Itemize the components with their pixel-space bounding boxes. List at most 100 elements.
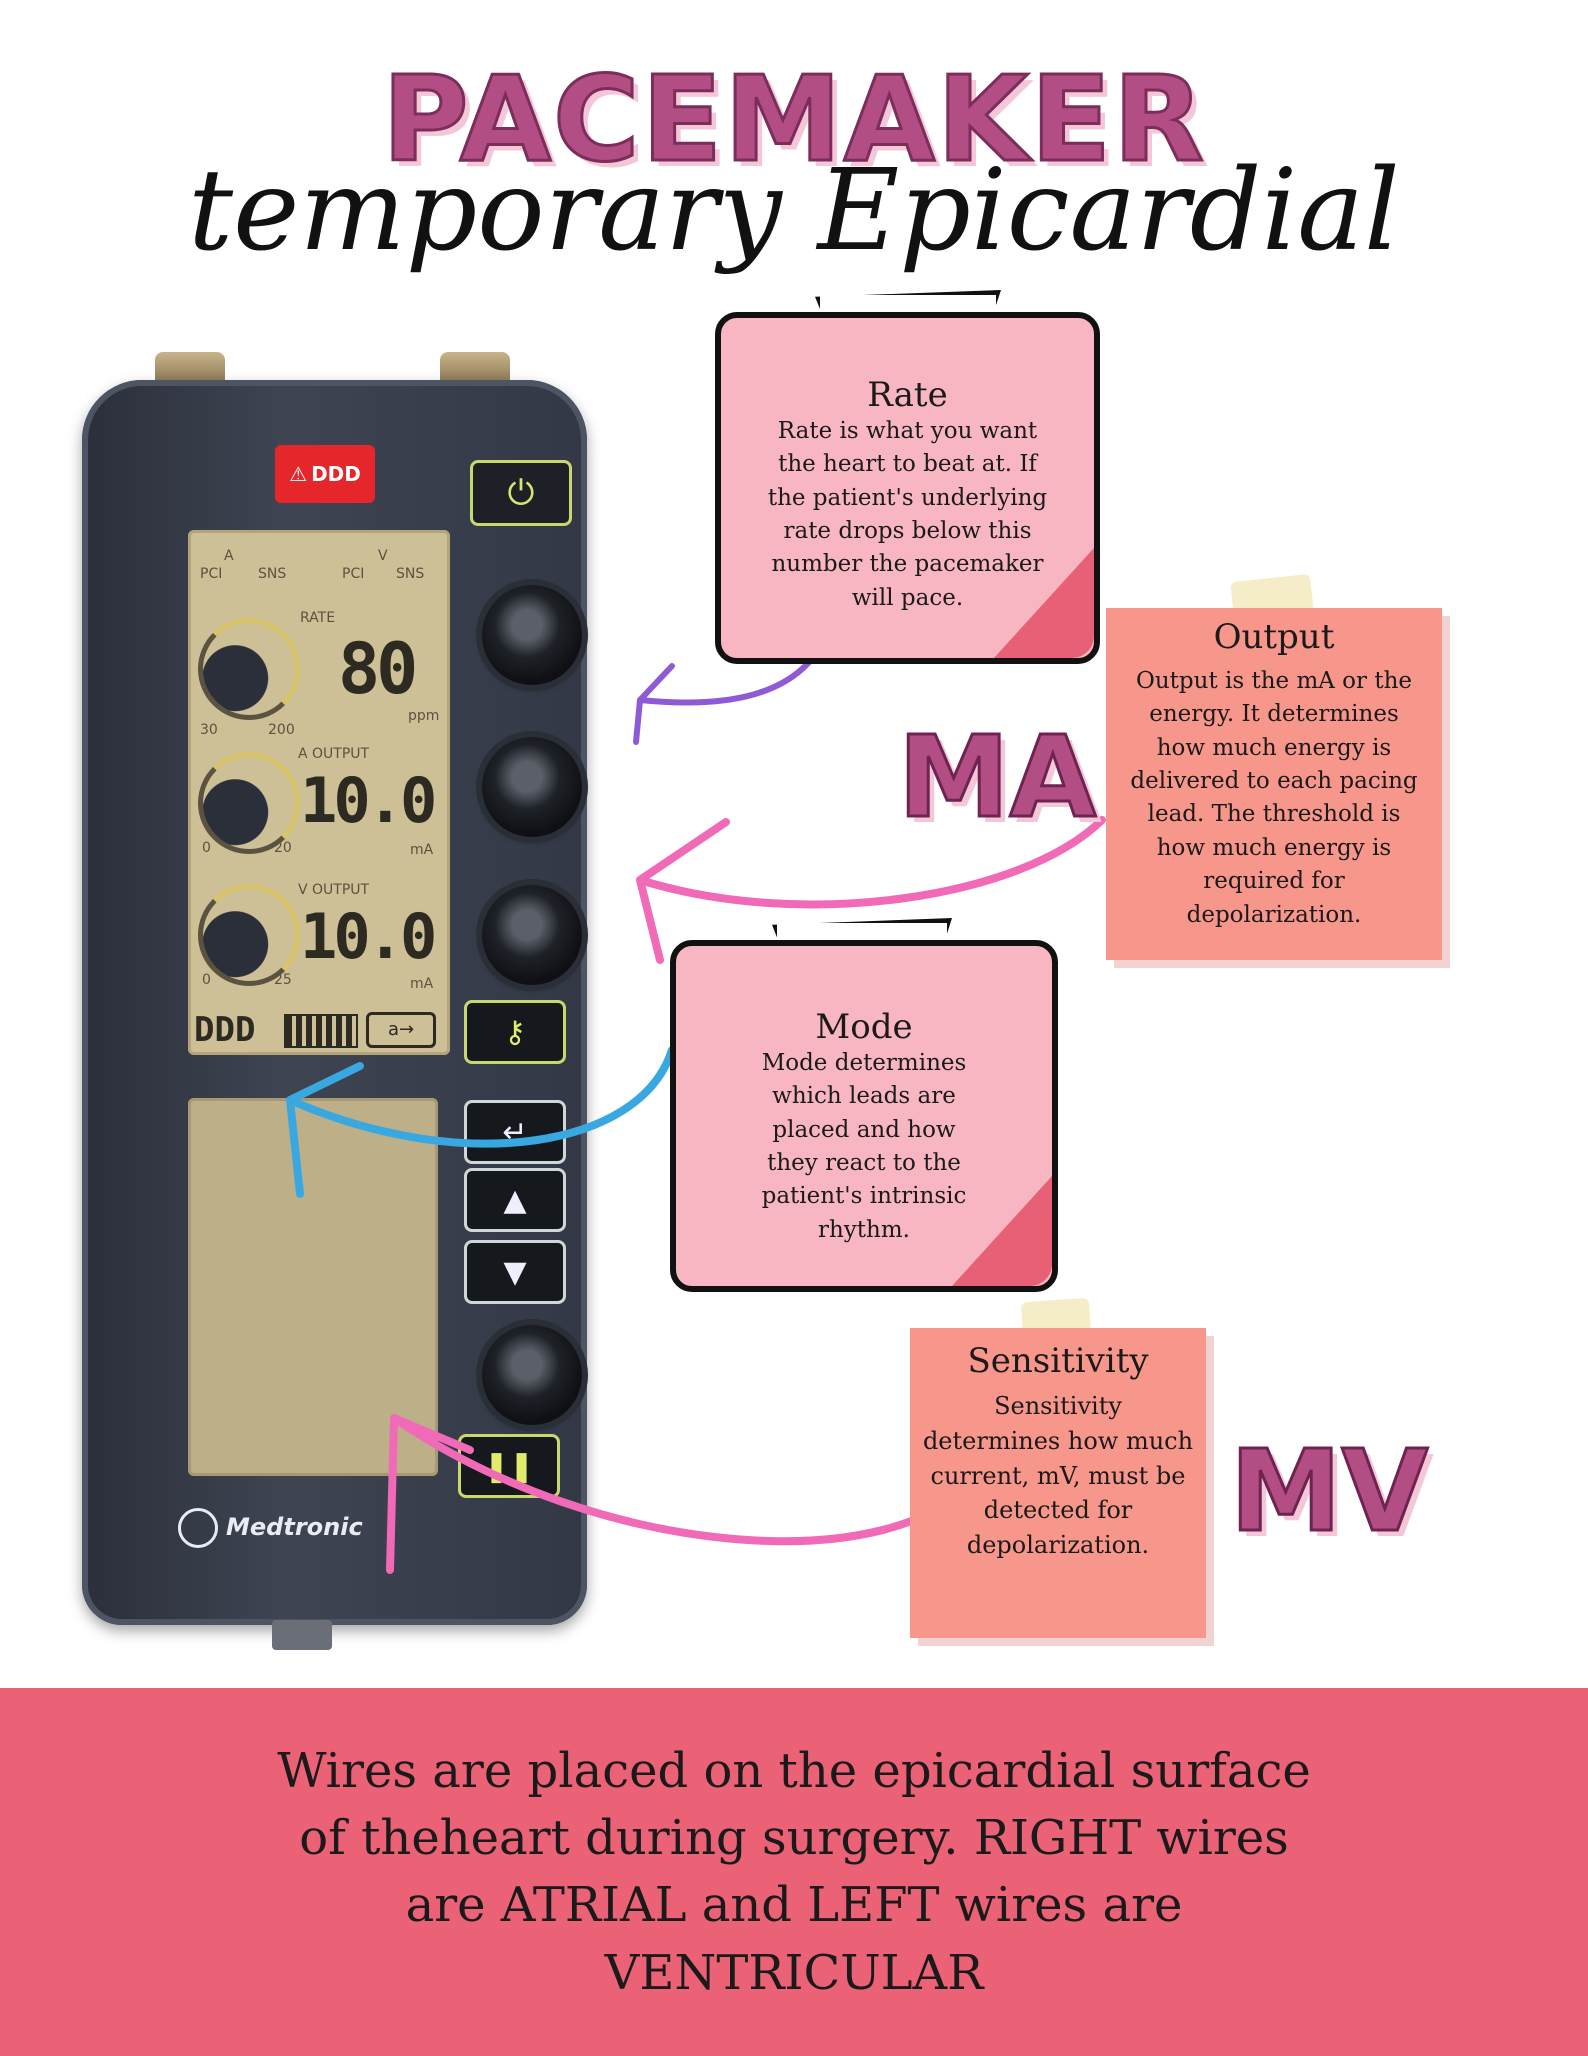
rate-unit: ppm — [408, 708, 440, 724]
output-note-line: depolarization. — [1186, 901, 1362, 928]
upper-lcd-screen: A PCI SNS V PCI SNS 30 200 RATE 80 ppm 0… — [188, 530, 450, 1055]
power-icon: ⏻ — [507, 473, 535, 513]
rate-note-line: the heart to beat at. If — [778, 451, 1037, 478]
mode-note-body: Mode determines which leads are placed a… — [676, 1047, 1052, 1247]
v-output-label: V OUTPUT — [298, 882, 370, 898]
footer-line: are ATRIAL and LEFT wires are — [405, 1877, 1183, 1934]
a-output-dial-gauge — [198, 752, 300, 854]
up-triangle-icon: ▲ — [503, 1182, 527, 1218]
right-terminal — [440, 352, 510, 382]
down-button[interactable]: ▼ — [464, 1240, 566, 1304]
a-output-unit: mA — [410, 842, 434, 858]
lower-knob[interactable] — [482, 1325, 582, 1425]
key-button[interactable]: ⚷ — [464, 1000, 566, 1064]
footer-line: VENTRICULAR — [604, 1944, 984, 2001]
mode-arrow — [286, 1046, 676, 1198]
output-note: Output Output is the mA or the energy. I… — [1106, 608, 1442, 960]
a-scale-min: 0 — [202, 840, 211, 856]
mode-note-line: Mode determines — [761, 1050, 967, 1077]
mode-note-line: they react to the — [767, 1150, 961, 1177]
lcd-mode-readout: DDD — [194, 1010, 256, 1050]
sensitivity-note-line: detected for — [983, 1496, 1133, 1525]
warning-badge: ⚠ DDD — [275, 445, 375, 503]
lcd-a-sns: SNS — [258, 566, 287, 582]
page-subtitle: temporary Epicardial — [188, 146, 1400, 276]
mv-label: MV — [1228, 1427, 1429, 1557]
mode-note-title: Mode — [815, 1007, 913, 1047]
rate-note: Rate Rate is what you want the heart to … — [715, 312, 1100, 664]
sensitivity-note-line: depolarization. — [966, 1531, 1150, 1560]
footer-line: Wires are placed on the epicardial surfa… — [277, 1743, 1311, 1799]
rate-scale-min: 30 — [200, 722, 218, 738]
sensitivity-note: Sensitivity Sensitivity determines how m… — [910, 1328, 1206, 1638]
rate-scale-max: 200 — [268, 722, 295, 738]
footer-text: Wires are placed on the epicardial surfa… — [0, 1738, 1588, 2007]
output-note-line: how much energy is — [1156, 734, 1392, 761]
footer-line: of theheart during surgery. RIGHT wires — [299, 1810, 1289, 1867]
down-triangle-icon: ▼ — [503, 1254, 527, 1290]
warning-badge-label: DDD — [311, 462, 361, 486]
left-terminal — [155, 352, 225, 382]
a-output-knob[interactable] — [482, 737, 582, 837]
sensitivity-note-line: Sensitivity — [994, 1392, 1122, 1421]
mode-note-line: rhythm. — [818, 1216, 910, 1243]
brand-mark-icon — [178, 1508, 218, 1548]
output-note-line: Output is the mA or the — [1136, 668, 1412, 695]
brand-name: Medtronic — [226, 1513, 363, 1541]
lower-lcd-screen — [188, 1098, 438, 1476]
v-output-value: 10.0 — [300, 900, 437, 973]
rate-note-line: will pace. — [851, 584, 964, 611]
output-arrow — [636, 816, 1106, 964]
lcd-v-pci: PCI — [342, 566, 365, 582]
output-note-line: how much energy is — [1156, 834, 1392, 861]
v-output-dial-gauge — [198, 884, 300, 986]
warning-icon: ⚠ — [289, 462, 308, 486]
sensitivity-note-title: Sensitivity — [967, 1341, 1149, 1381]
a-output-label: A OUTPUT — [298, 746, 370, 762]
rate-note-line: the patient's underlying — [767, 484, 1048, 511]
enter-button[interactable]: ↵ — [464, 1100, 566, 1164]
footer-band: Wires are placed on the epicardial surfa… — [0, 1688, 1588, 2056]
sensitivity-note-line: determines how much — [922, 1426, 1194, 1455]
rate-label: RATE — [300, 610, 336, 626]
up-button[interactable]: ▲ — [464, 1168, 566, 1232]
rate-note-body: Rate is what you want the heart to beat … — [721, 415, 1094, 615]
mode-note-line: which leads are — [772, 1083, 956, 1110]
rate-value: 80 — [338, 628, 418, 710]
rate-dial-gauge — [198, 618, 300, 720]
sensitivity-note-body: Sensitivity determines how much current,… — [910, 1389, 1206, 1563]
battery-icon — [284, 1014, 358, 1048]
brand-logo: Medtronic — [178, 1508, 363, 1548]
a-output-value: 10.0 — [300, 764, 437, 837]
mode-note: Mode Mode determines which leads are pla… — [670, 940, 1058, 1292]
lcd-v-label: V — [378, 548, 388, 564]
sensitivity-arrow — [386, 1414, 982, 1574]
output-note-line: lead. The threshold is — [1147, 801, 1401, 828]
output-note-line: required for — [1203, 868, 1345, 895]
v-output-unit: mA — [410, 976, 434, 992]
lcd-a-pci: PCI — [200, 566, 223, 582]
page-title: PACEMAKER — [381, 50, 1206, 188]
rate-knob[interactable] — [482, 585, 582, 685]
device-bottom-connector — [272, 1620, 332, 1650]
rate-note-line: Rate is what you want — [777, 418, 1038, 445]
power-button[interactable]: ⏻ — [470, 460, 572, 526]
v-scale-max: 25 — [274, 972, 292, 988]
sensitivity-note-line: current, mV, must be — [930, 1461, 1186, 1490]
output-note-line: delivered to each pacing — [1130, 768, 1418, 795]
output-note-title: Output — [1213, 617, 1335, 657]
rate-note-title: Rate — [867, 375, 948, 415]
output-note-body: Output is the mA or the energy. It deter… — [1106, 665, 1442, 932]
key-icon: ⚷ — [504, 1014, 526, 1050]
lock-indicator: a→ — [366, 1012, 436, 1048]
lcd-v-sns: SNS — [396, 566, 425, 582]
ma-label: MA — [896, 713, 1097, 843]
v-scale-min: 0 — [202, 972, 211, 988]
mode-note-line: placed and how — [772, 1116, 956, 1143]
rate-note-line: rate drops below this — [783, 518, 1032, 545]
a-scale-max: 20 — [274, 840, 292, 856]
v-output-knob[interactable] — [482, 885, 582, 985]
output-note-line: energy. It determines — [1149, 701, 1399, 728]
mode-note-line: patient's intrinsic — [761, 1183, 967, 1210]
